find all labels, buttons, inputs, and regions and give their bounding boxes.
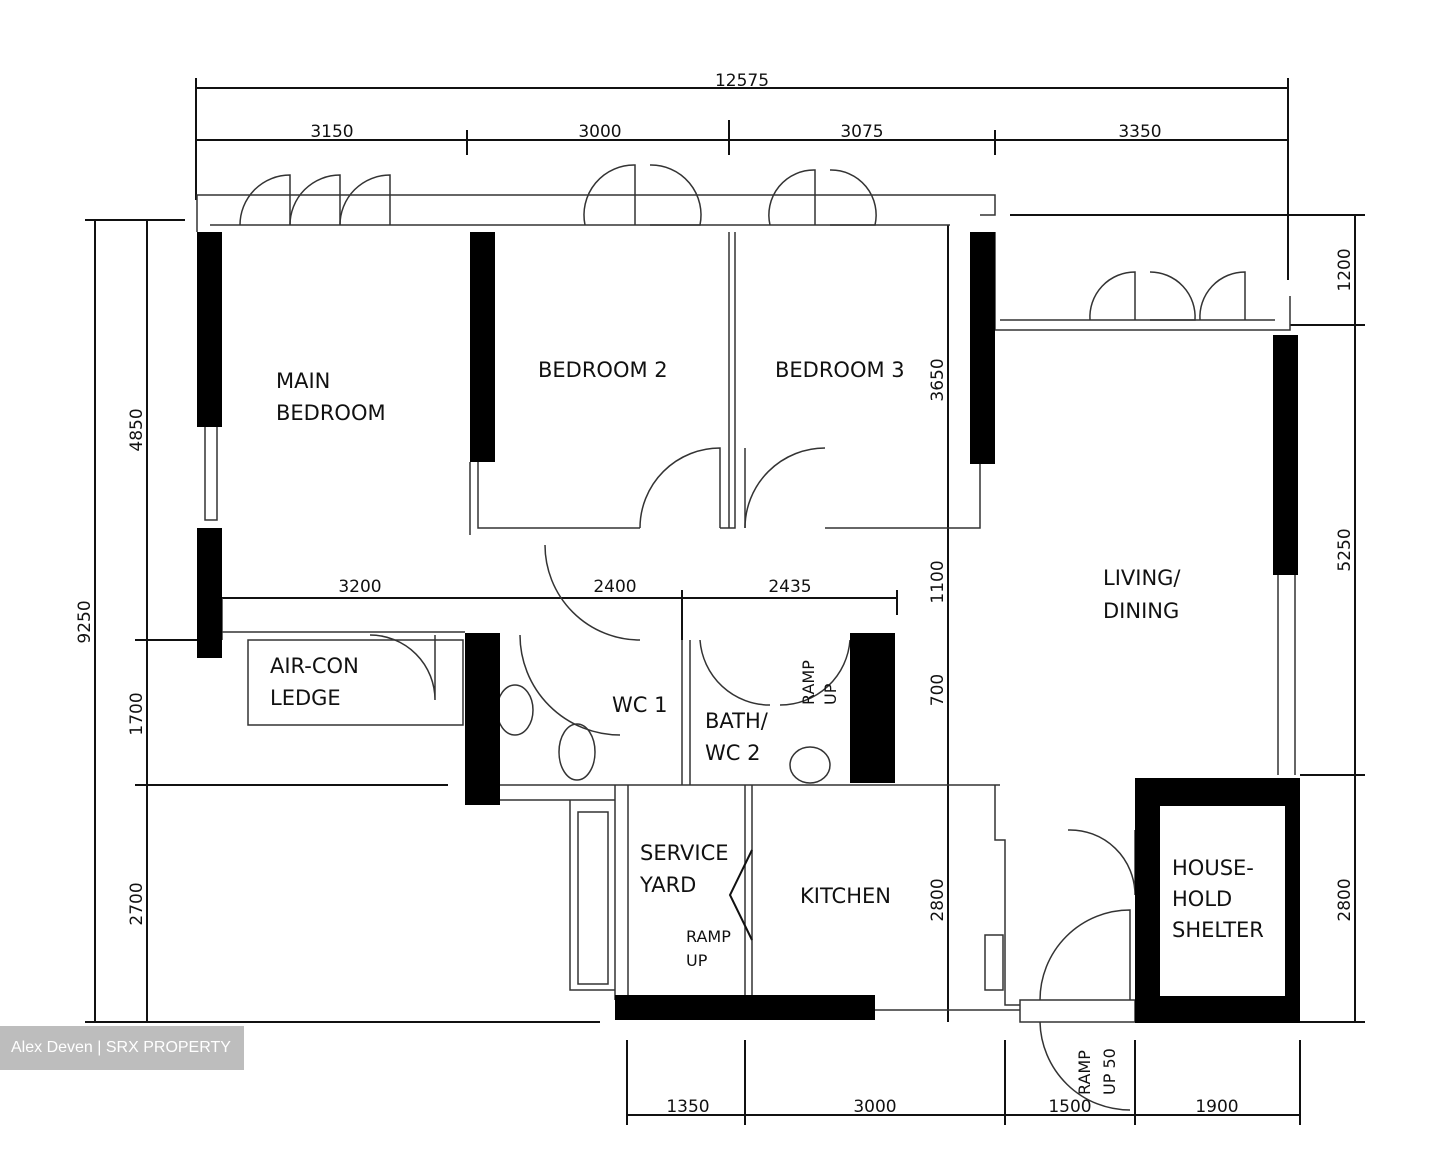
dim-right-2: 5250 [1335,528,1355,571]
dim-top-2: 3000 [578,122,621,142]
label-aircon-1: AIR-CON [270,654,359,678]
dim-top-3: 3075 [840,122,883,142]
label-service-2: YARD [639,873,696,897]
label-main-bedroom-2: BEDROOM [276,401,386,425]
dim-bath-width: 2435 [768,577,811,597]
label-bath-2: WC 2 [705,741,760,765]
label-main-bedroom-1: MAIN [276,369,330,393]
label-living-2: DINING [1103,599,1179,623]
dim-bottom-4: 1900 [1195,1097,1238,1117]
label-kitchen: KITCHEN [800,884,891,908]
label-shelter-2: HOLD [1172,887,1232,911]
label-ramp-service-2: UP [686,951,708,970]
label-living-1: LIVING/ [1103,566,1181,590]
dim-kitchen-depth: 2800 [928,878,948,921]
dim-left-2: 1700 [127,692,147,735]
dim-left-1: 4850 [127,408,147,451]
dim-top-4: 3350 [1118,122,1161,142]
dim-right-3: 2800 [1335,878,1355,921]
dim-right-1: 1200 [1335,248,1355,291]
dim-bottom-3: 1500 [1048,1097,1091,1117]
dim-left-3: 2700 [127,882,147,925]
dimension-lines [85,78,1365,1125]
room-labels: MAIN BEDROOM BEDROOM 2 BEDROOM 3 LIVING/… [270,358,1264,1095]
label-bedroom-2: BEDROOM 2 [538,358,668,382]
dim-corridor: 1100 [928,560,948,603]
dim-top-1: 3150 [310,122,353,142]
dim-wc1-width: 2400 [593,577,636,597]
dim-bath-depth: 700 [928,674,948,706]
dim-bedroom3-depth: 3650 [928,358,948,401]
watermark: Alex Deven | SRX PROPERTY [0,1026,244,1070]
label-shelter-1: HOUSE- [1172,856,1254,880]
label-service-1: SERVICE [640,841,729,865]
label-ramp-entry-1: RAMP [1075,1050,1094,1095]
structural-walls [197,232,1300,1023]
doors [239,164,1246,1111]
label-wc1: WC 1 [612,693,667,717]
label-ramp-bath-2: UP [821,683,840,705]
label-bedroom-3: BEDROOM 3 [775,358,905,382]
label-aircon-2: LEDGE [270,686,341,710]
label-ramp-service-1: RAMP [686,927,731,946]
thin-walls [196,194,1296,1023]
label-shelter-3: SHELTER [1172,918,1264,942]
dim-left-overall: 9250 [75,600,95,643]
label-bath-1: BATH/ [705,709,769,733]
dim-overall: 12575 [715,71,769,91]
dim-main-bedroom-width: 3200 [338,577,381,597]
label-ramp-bath-1: RAMP [799,660,818,705]
dim-bottom-2: 3000 [853,1097,896,1117]
label-ramp-entry-2: UP 50 [1100,1048,1119,1095]
dim-bottom-1: 1350 [666,1097,709,1117]
